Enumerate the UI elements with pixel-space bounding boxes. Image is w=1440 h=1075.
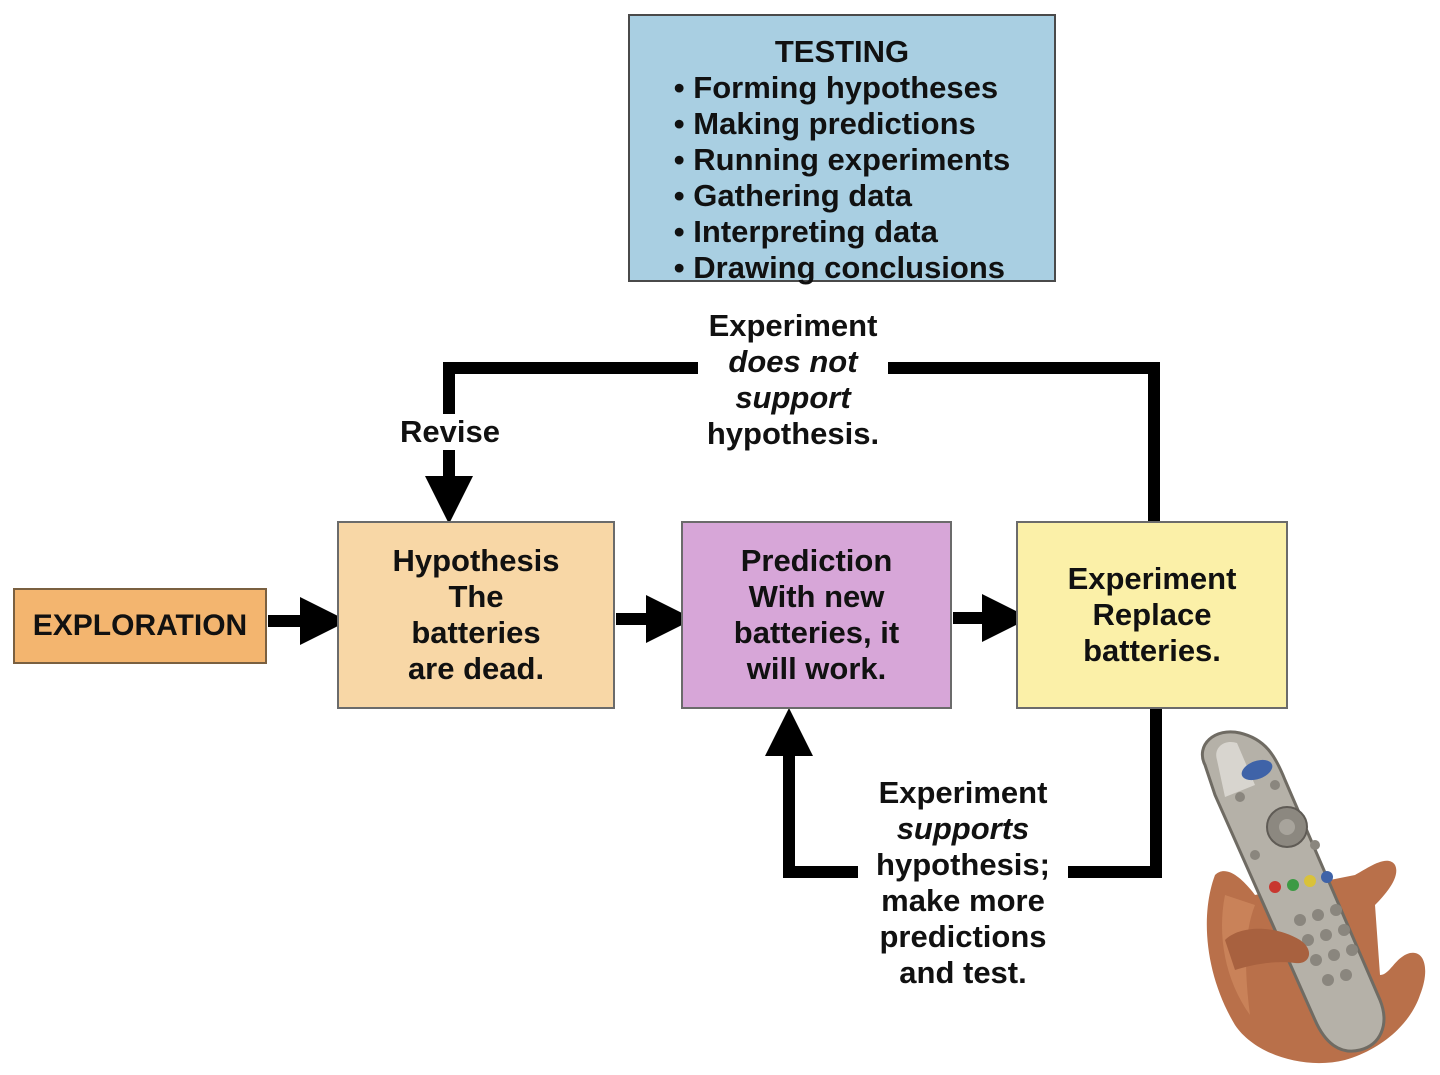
hypothesis-line: The [448, 579, 504, 614]
testing-item: Running experiments [674, 142, 1010, 178]
hypothesis-box: Hypothesis The batteries are dead. [337, 521, 615, 709]
prediction-line: batteries, it [733, 615, 900, 650]
prediction-box: Prediction With new batteries, it will w… [681, 521, 952, 709]
testing-item: Making predictions [674, 106, 1010, 142]
hypothesis-line: batteries [411, 615, 541, 650]
remote-blue-button [1241, 759, 1273, 781]
revise-text: Revise [400, 414, 500, 449]
not-support-line: hypothesis. [706, 416, 880, 451]
revise-label: Revise [392, 414, 508, 450]
experiment-line: Experiment [1067, 561, 1237, 596]
experiment-box: Experiment Replace batteries. [1016, 521, 1288, 709]
supports-line: predictions [879, 919, 1047, 954]
remote-red-button [1269, 881, 1281, 893]
hypothesis-line: Hypothesis [392, 543, 560, 578]
testing-list: Forming hypotheses Making predictions Ru… [674, 70, 1010, 286]
remote-dpad-center [1279, 819, 1295, 835]
testing-item: Interpreting data [674, 214, 1010, 250]
testing-item: Gathering data [674, 178, 1010, 214]
remote-number-buttons [1235, 780, 1358, 986]
supports-line: and test. [899, 955, 1027, 990]
supports-line: make more [881, 883, 1045, 918]
hypothesis-line: are dead. [407, 651, 545, 686]
testing-item: Forming hypotheses [674, 70, 1010, 106]
testing-item: Drawing conclusions [674, 250, 1010, 286]
supports-line: supports [896, 811, 1030, 846]
does-not-support-label: Experiment does not support hypothesis. [698, 308, 888, 452]
experiment-line: batteries. [1083, 633, 1221, 668]
prediction-line: Prediction [740, 543, 893, 578]
supports-line: hypothesis; [876, 847, 1050, 882]
testing-title: TESTING [774, 34, 910, 69]
supports-line: Experiment [878, 775, 1048, 810]
exploration-label: EXPLORATION [32, 609, 248, 642]
remote-blue-small-button [1321, 871, 1333, 883]
remote-body [1201, 730, 1386, 1053]
thumb-shape [1225, 928, 1310, 970]
exploration-box: EXPLORATION [13, 588, 267, 664]
not-support-line: Experiment [708, 308, 878, 343]
remote-yellow-button [1304, 875, 1316, 887]
testing-box: TESTING Forming hypotheses Making predic… [628, 14, 1056, 285]
supports-label: Experiment supports hypothesis; make mor… [858, 775, 1068, 991]
not-support-line: support [735, 380, 851, 415]
hand-holding-remote-image [1201, 730, 1426, 1064]
remote-green-button [1287, 879, 1299, 891]
not-support-line: does not [728, 344, 858, 379]
prediction-line: will work. [746, 651, 887, 686]
experiment-line: Replace [1092, 597, 1212, 632]
remote-shine [1216, 741, 1255, 797]
prediction-line: With new [748, 579, 885, 614]
